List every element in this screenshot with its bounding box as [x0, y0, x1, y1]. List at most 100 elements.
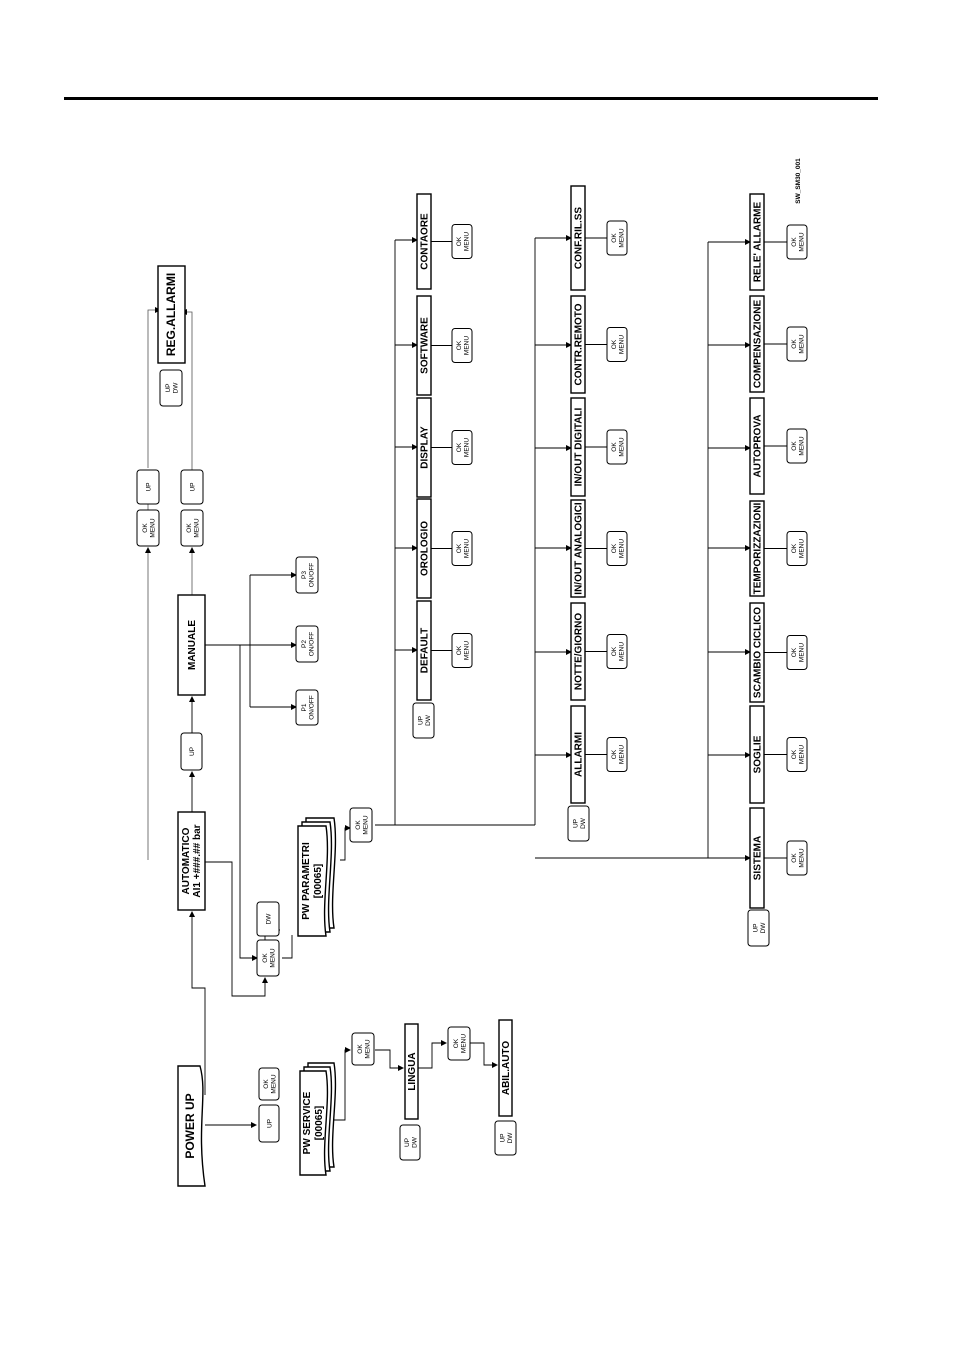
menu-default-node-frame — [416, 600, 432, 701]
edge-up-to-reg — [147, 307, 161, 468]
menu-allarmi-node[interactable]: ALLARMI — [570, 705, 586, 804]
reg-up-key-1-frame — [136, 469, 160, 505]
automatico-ok-menu-key-line1: OK — [142, 523, 149, 533]
menu-display-ok-menu-key-line1: OK — [456, 442, 463, 452]
menu-autoprova-ok-menu-key-frame — [786, 428, 808, 464]
power-up-label: POWER UP — [183, 1093, 197, 1158]
menu-compensazione-node[interactable]: COMPENSAZIONE — [749, 295, 765, 393]
menu-default-ok-menu-key-frame — [451, 633, 473, 668]
menu-notte-giorno-node[interactable]: NOTTE/GIORNO — [570, 602, 586, 701]
menu-contr-remoto-ok-menu-key-line1: OK — [611, 339, 618, 349]
pw-parametri-node[interactable]: PW PARAMETRI[00065] — [297, 817, 337, 937]
manuale-node[interactable]: MANUALE — [177, 594, 206, 696]
menu-autoprova-ok-menu-key-line2: MENU — [799, 436, 806, 455]
edge-okmenu-to-param — [282, 935, 293, 959]
menu-orologio-node-frame — [416, 498, 432, 599]
pw-service-node[interactable]: PW SERVICE[00065] — [299, 1062, 337, 1176]
param-dw-key[interactable]: DW — [256, 901, 280, 937]
menu-scambio-ciclico-ok-menu-key-line1: OK — [791, 647, 798, 657]
edge-manuale-to-okmenu — [230, 644, 258, 961]
menu-autoprova-node[interactable]: AUTOPROVA — [749, 397, 765, 495]
menu-sistema-ok-menu-key-frame — [786, 840, 808, 876]
col3-up-dw-key-line1: UP — [753, 923, 760, 932]
menu-contaore-node[interactable]: CONTAORE — [416, 193, 432, 290]
col3-up-dw-key-line2: DW — [760, 922, 767, 934]
menu-in-out-digitali-ok-menu-key-line1: OK — [611, 442, 618, 452]
menu-in-out-analogici-node[interactable]: IN/OUT ANALOGICI — [570, 499, 586, 598]
reg-up-key-2[interactable]: UP — [180, 469, 204, 505]
pw-service-node-title: PW SERVICE — [302, 1091, 313, 1154]
menu-software-node[interactable]: SOFTWARE — [416, 295, 432, 396]
service-ok-menu-key-frame — [351, 1032, 375, 1066]
menu-orologio-ok-menu-key-frame — [451, 531, 473, 566]
reg-allarmi-node-frame — [157, 265, 186, 364]
menu-notte-giorno-ok-menu-key-line1: OK — [611, 646, 618, 656]
menu-contr-remoto-node[interactable]: CONTR.REMOTO — [570, 295, 586, 394]
menu-conf-ril-ss-node[interactable]: CONF.RIL.SS — [570, 185, 586, 291]
menu-temporizzazioni-node[interactable]: TEMPORIZZAZIONI — [749, 500, 765, 597]
abil-up-dw-key-line1: UP — [500, 1133, 507, 1142]
power-ok-menu-key-frame — [258, 1067, 280, 1101]
abil-up-dw-key-frame — [494, 1120, 517, 1156]
pw-parametri-node-title: PW PARAMETRI — [301, 842, 312, 920]
reg-up-dw-key-frame — [159, 369, 183, 407]
menu-display-node[interactable]: DISPLAY — [416, 397, 432, 498]
menu-sistema-node[interactable]: SISTEMA — [749, 807, 765, 909]
menu-rele-allarme-ok-menu-key-line1: OK — [791, 237, 798, 247]
menu-orologio-node[interactable]: OROLOGIO — [416, 498, 432, 599]
menu-rele-allarme-node[interactable]: RELE' ALLARME — [749, 193, 765, 291]
col1-up-dw-key-frame — [412, 702, 435, 739]
menu-in-out-digitali-node[interactable]: IN/OUT DIGITALI — [570, 397, 586, 497]
menu-soglie-node[interactable]: SOGLIE — [749, 705, 765, 804]
lingua-node[interactable]: LINGUA — [404, 1023, 419, 1120]
power-up-node[interactable]: POWER UP — [177, 1065, 206, 1187]
reg-up-key-1[interactable]: UP — [136, 469, 160, 505]
abil-auto-node[interactable]: ABIL.AUTO — [498, 1019, 513, 1117]
menu-in-out-analogici-ok-menu-key-frame — [606, 531, 628, 566]
automatico-up-key[interactable]: UP — [180, 732, 203, 771]
param-ok-menu-key-frame — [256, 939, 280, 977]
power-up-key[interactable]: UP — [258, 1104, 280, 1143]
menu-conf-ril-ss-node-frame — [570, 185, 586, 291]
reg-up-key-2-label: UP — [190, 482, 197, 491]
col1-up-dw-key-line2: DW — [425, 714, 432, 726]
menu-default-node[interactable]: DEFAULT — [416, 600, 432, 701]
reg-allarmi-node[interactable]: REG.ALLARMI — [157, 265, 186, 364]
menu-scambio-ciclico-node[interactable]: SCAMBIO CICLICO — [749, 602, 765, 703]
